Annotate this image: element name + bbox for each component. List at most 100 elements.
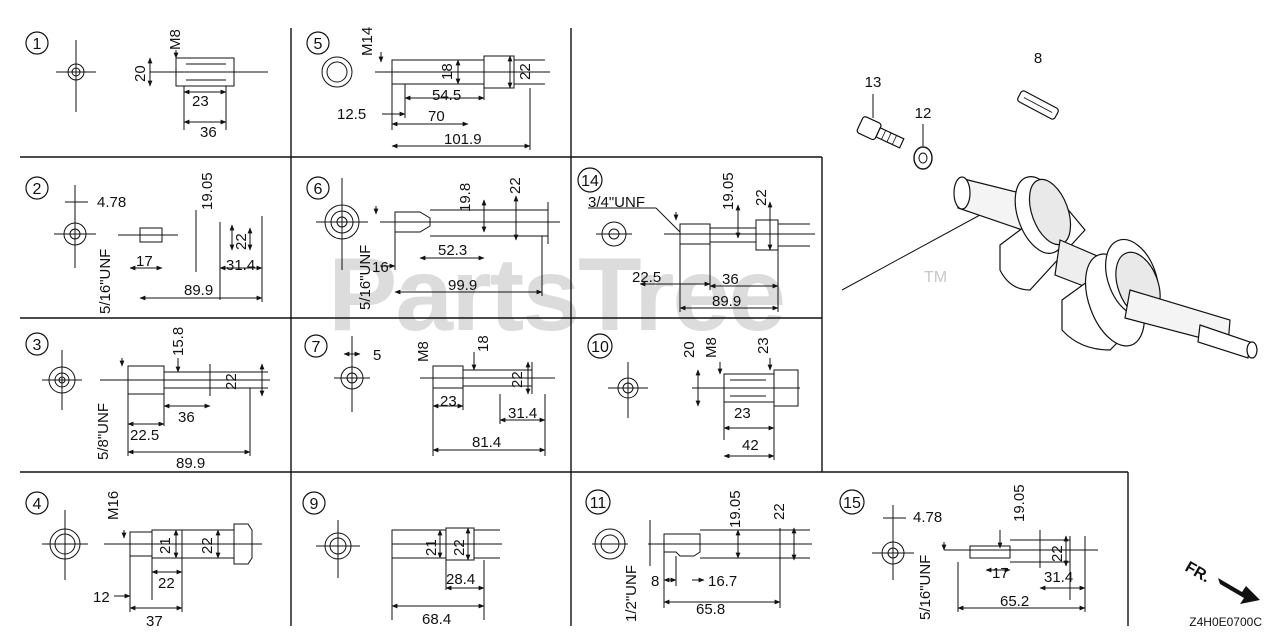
panel-4-label-b: 21 xyxy=(157,537,174,554)
panel-5-label-g: 101.9 xyxy=(444,131,482,148)
panel-10-label-b: M8 xyxy=(703,337,720,358)
panel-5-label-e: 12.5 xyxy=(337,106,366,123)
panel-15-label-g: 5/16"UNF xyxy=(917,555,934,620)
panel-2-number: 2 xyxy=(33,181,42,198)
panel-3-label-e: 89.9 xyxy=(176,455,205,472)
panel-3-label-b: 22 xyxy=(223,373,240,390)
panel-3-badge xyxy=(25,332,49,356)
panel-15-badge xyxy=(839,489,865,515)
panel-11: 11 19.05 22 8 16.7 65.8 1/2"UNF xyxy=(585,489,812,622)
panel-14-number: 14 xyxy=(581,173,599,190)
panel-6-badge xyxy=(306,176,330,200)
panel-4-badge xyxy=(25,491,49,515)
panel-3-label-f: 5/8"UNF xyxy=(95,403,112,460)
panel-4-label-a: M16 xyxy=(105,491,122,520)
panel-2-label-d: 17 xyxy=(136,253,153,270)
panel-1-number: 1 xyxy=(33,36,42,53)
panel-2-label-c: 22 xyxy=(233,233,250,250)
crankshaft-part xyxy=(953,176,1258,359)
panel-6-label-d: 16 xyxy=(372,259,389,276)
panel-3: 3 15.8 22 36 22.5 89.9 5/8"UNF xyxy=(25,327,270,472)
panel-5: 5 M14 18 22 54.5 12.5 70 101.9 xyxy=(306,27,550,150)
panel-11-label-b: 22 xyxy=(771,503,788,520)
bolt-part-13 xyxy=(856,116,905,149)
panel-2-label-f: 89.9 xyxy=(184,282,213,299)
panel-9-label-c: 28.4 xyxy=(446,571,475,588)
panel-2-badge xyxy=(25,176,49,200)
panel-7-number: 7 xyxy=(312,339,321,356)
panel-11-badge xyxy=(585,489,611,515)
watermark-trademark: TM xyxy=(924,269,947,286)
washer-part-12 xyxy=(913,146,933,170)
panel-9-label-a: 21 xyxy=(423,539,440,556)
panel-1-label-d: 36 xyxy=(200,124,217,141)
panel-5-label-b: 18 xyxy=(439,63,456,80)
panel-14-badge xyxy=(577,167,603,193)
panel-7-label-b: M8 xyxy=(415,341,432,362)
panel-4-label-e: 12 xyxy=(93,589,110,606)
diagram-code: Z4H0E0700C xyxy=(1189,615,1262,629)
panel-10-label-d: 23 xyxy=(734,405,751,422)
panel-5-label-f: 70 xyxy=(428,108,445,125)
part-callout-13: 13 xyxy=(865,74,882,91)
panel-3-label-c: 36 xyxy=(178,409,195,426)
panel-15-label-a: 4.78 xyxy=(913,509,942,526)
panel-9-label-d: 68.4 xyxy=(422,611,451,628)
panel-11-label-d: 16.7 xyxy=(708,573,737,590)
panel-4-label-c: 22 xyxy=(199,537,216,554)
panel-11-number: 11 xyxy=(590,495,607,512)
panel-2-label-b: 19.05 xyxy=(199,172,216,210)
panel-1-label-a: M8 xyxy=(167,29,184,50)
panel-3-label-d: 22.5 xyxy=(130,427,159,444)
panel-2-label-e: 31.4 xyxy=(226,257,255,274)
panel-10-label-c: 23 xyxy=(755,337,772,354)
panel-6-label-e: 99.9 xyxy=(448,277,477,294)
panel-14-label-e: 36 xyxy=(722,271,739,288)
panel-7-label-f: 31.4 xyxy=(508,405,537,422)
part-callout-8: 8 xyxy=(1034,50,1042,67)
panel-14-label-a: 3/4"UNF xyxy=(588,194,645,211)
panel-15: 15 4.78 19.05 22 17 31.4 65.2 5/16"UNF xyxy=(839,484,1098,620)
panel-7-label-c: 18 xyxy=(475,335,492,352)
panel-9: 9 21 22 28.4 68.4 xyxy=(302,491,502,628)
panel-5-label-d: 54.5 xyxy=(432,87,461,104)
panel-3-number: 3 xyxy=(33,337,42,354)
panel-5-number: 5 xyxy=(314,36,323,53)
panel-14-label-f: 89.9 xyxy=(712,293,741,310)
part-callout-12: 12 xyxy=(915,105,932,122)
panel-2-label-a: 4.78 xyxy=(97,194,126,211)
panel-10: 10 20 M8 23 23 42 xyxy=(587,333,800,460)
panel-4-number: 4 xyxy=(33,496,42,513)
panel-14: 14 3/4"UNF 19.05 22 22.5 36 89.9 xyxy=(577,167,815,312)
panel-11-label-a: 19.05 xyxy=(727,490,744,528)
front-direction-marker: FR. xyxy=(1182,559,1260,604)
panel-1: 1 M8 20 23 36 xyxy=(25,29,268,141)
panel-14-label-d: 22.5 xyxy=(632,269,661,286)
panel-15-label-d: 17 xyxy=(992,565,1009,582)
panel-5-label-c: 22 xyxy=(517,63,534,80)
panel-9-badge xyxy=(302,491,326,515)
panel-1-badge xyxy=(25,31,49,55)
panel-6-label-b: 22 xyxy=(507,177,524,194)
panel-1-label-c: 23 xyxy=(192,93,209,110)
panel-9-number: 9 xyxy=(310,496,319,513)
panel-6-number: 6 xyxy=(314,181,323,198)
panel-15-label-e: 31.4 xyxy=(1044,569,1073,586)
panel-6-label-a: 19.8 xyxy=(457,183,474,212)
panel-10-label-a: 20 xyxy=(681,341,698,358)
panel-15-number: 15 xyxy=(843,495,861,512)
panel-14-label-b: 19.05 xyxy=(720,172,737,210)
panel-10-badge xyxy=(587,333,613,359)
panel-11-label-e: 65.8 xyxy=(696,601,725,618)
panel-7-label-d: 22 xyxy=(509,371,526,388)
panel-15-label-f: 65.2 xyxy=(1000,593,1029,610)
panel-7-label-a: 5 xyxy=(373,347,381,364)
panel-7-label-g: 81.4 xyxy=(472,434,501,451)
panel-7-label-e: 23 xyxy=(440,393,457,410)
panel-15-label-b: 19.05 xyxy=(1011,484,1028,522)
panel-14-label-c: 22 xyxy=(753,189,770,206)
panel-6-label-f: 5/16"UNF xyxy=(357,245,374,310)
panel-9-label-b: 22 xyxy=(451,539,468,556)
panel-11-label-c: 8 xyxy=(651,573,659,590)
